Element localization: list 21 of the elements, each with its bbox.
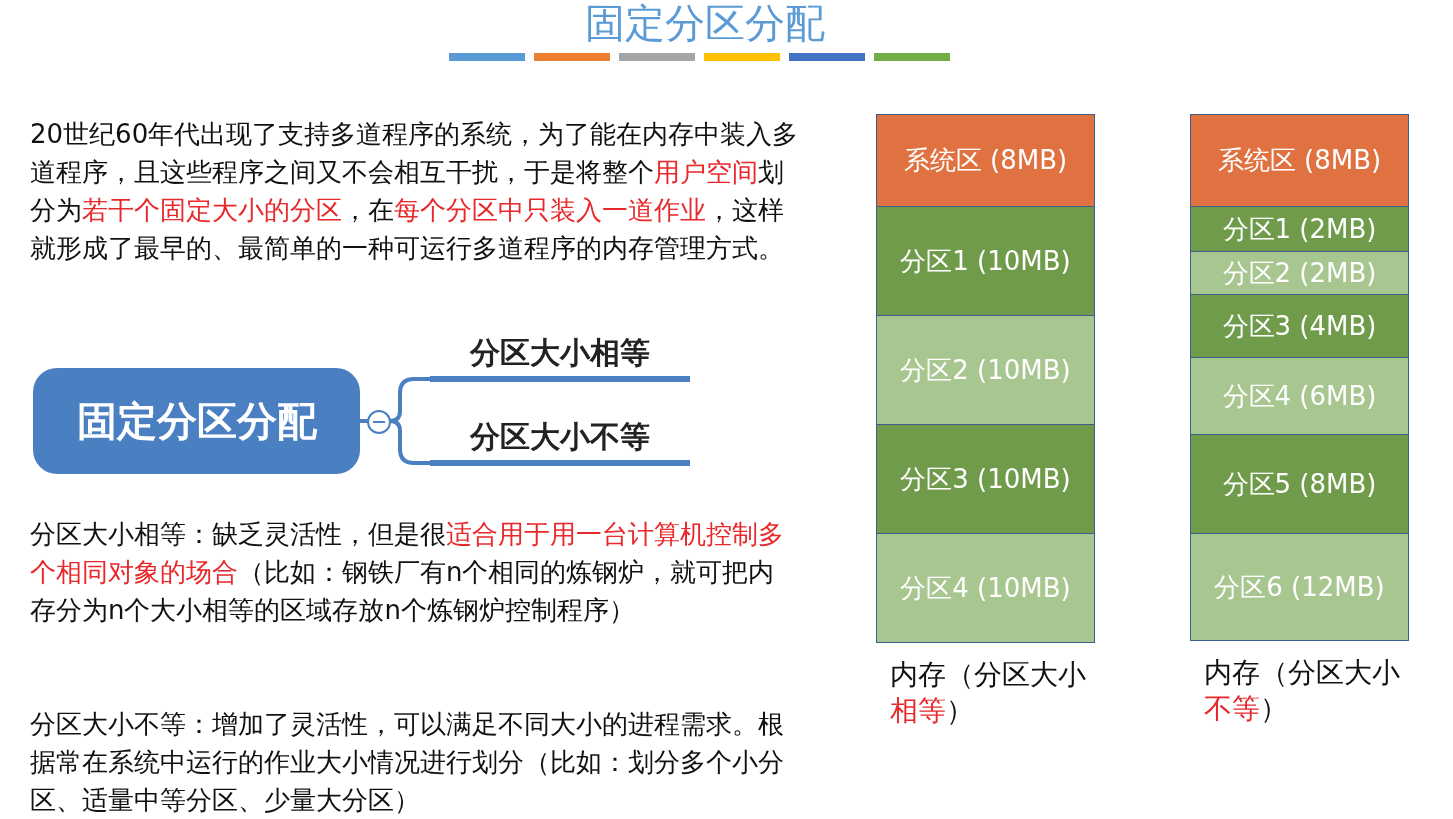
memory-partition: 系统区 (8MB) [876,114,1095,207]
memory-partition: 分区3 (10MB) [876,424,1095,534]
memory-partition: 分区5 (8MB) [1190,434,1409,534]
memory-partition: 分区1 (10MB) [876,206,1095,316]
memory-partition: 分区2 (2MB) [1190,251,1409,295]
paragraph: 20世纪60年代出现了支持多道程序的系统，为了能在内存中装入多道程序，且这些程序之间又不会相互干扰，于是将整个用户空间划分为若干个固定大小的分区，在每个分区中只装入一道作业，这样就形成了最早的、最简单的一种可运行多道程序的内存管理方式。 [30,118,800,265]
memory-partition: 分区4 (10MB) [876,533,1095,643]
memory-caption: 内存（分区大小不等） [1203,655,1401,727]
memory-partition: 系统区 (8MB) [1190,114,1409,207]
memory-partition: 分区6 (12MB) [1190,533,1409,641]
memory-partition: 分区3 (4MB) [1190,294,1409,358]
paragraph: 分区大小相等：缺乏灵活性，但是很适合用于用一台计算机控制多个相同对象的场合（比如：钢铁厂有n个相同的炼钢炉，就可把内存分为n个大小相等的区域存放n个炼钢炉控制程序） [30,518,785,627]
memory-caption: 内存（分区大小相等） [889,657,1087,729]
slide-title: 固定分区分配 [584,0,826,48]
branch-topic: 分区大小相等 [430,330,690,382]
memory-partition: 分区4 (6MB) [1190,357,1409,435]
memory-partition: 分区2 (10MB) [876,315,1095,425]
paragraph: 分区大小不等：增加了灵活性，可以满足不同大小的进程需求。根据常在系统中运行的作业大小情况进行划分（比如：划分多个小分区、适量中等分区、少量大分区） [30,708,785,817]
memory-partition: 分区1 (2MB) [1190,206,1409,252]
topic-box: 固定分区分配 [33,368,360,474]
branch-topic: 分区大小不等 [430,414,690,466]
